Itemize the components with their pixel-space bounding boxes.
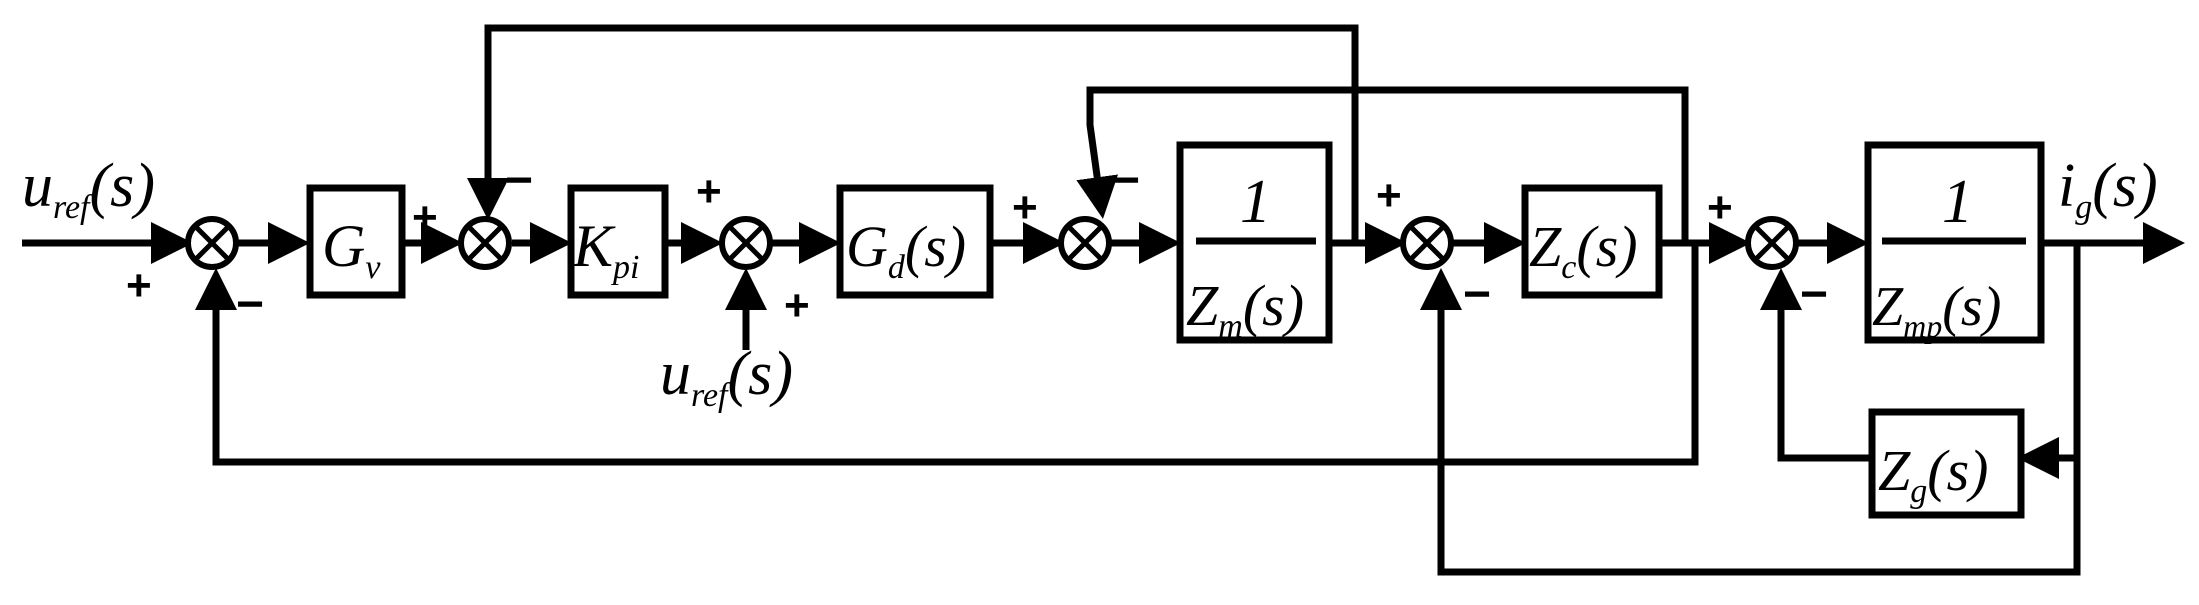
second-ref-label: uref(s)	[660, 340, 793, 414]
zc-base: Z	[1529, 214, 1562, 279]
feedback-zm-output-to-sum2	[467, 24, 1359, 243]
input-ref-label: uref(s)	[22, 152, 155, 226]
svg-text:Gv: Gv	[322, 213, 381, 286]
block-kpi: Kpi	[567, 184, 669, 299]
svg-text:Zc(s): Zc(s)	[1529, 214, 1638, 286]
feedback-to-sum1	[195, 243, 1699, 466]
svg-text:Zg(s): Zg(s)	[1878, 438, 1989, 510]
gd-rpar: )	[944, 214, 966, 279]
block-zmp: 1 Zmp(s)	[1864, 141, 2045, 344]
sum3-plus-sign: +	[696, 167, 722, 216]
summing-junction-3	[719, 216, 773, 270]
block-gd: Gd(s)	[836, 184, 994, 299]
zc-rpar: )	[1615, 214, 1637, 279]
sum2-plus-sign: +	[412, 193, 438, 242]
zmp-sub: mp	[1903, 308, 1942, 344]
sum1-minus-sign: −	[236, 278, 264, 331]
gd-sub: d	[888, 249, 906, 286]
kpi-sub: pi	[611, 249, 639, 286]
sum6-minus-sign: −	[1800, 268, 1828, 321]
sum2-minus-sign: −	[505, 154, 533, 207]
zm-base: Z	[1186, 273, 1219, 338]
sum1-plus-sign: +	[126, 261, 152, 310]
feedback-output-to-sum5	[1420, 243, 2081, 576]
zc-arg: s	[1596, 214, 1619, 279]
summing-junction-5	[1400, 216, 1454, 270]
block-zm: 1 Zm(s)	[1176, 141, 1333, 345]
sum3-plus-sign-bottom: +	[784, 281, 810, 330]
block-zg: Zg(s)	[1868, 408, 2025, 519]
zmp-base: Z	[1872, 276, 1904, 338]
gv-base: G	[322, 213, 365, 279]
svg-text:Zm(s): Zm(s)	[1186, 273, 1304, 345]
output-ig-label: ig(s)	[2058, 152, 2158, 226]
gd-lpar: (	[905, 214, 928, 279]
summing-junction-2	[458, 216, 512, 270]
sum5-minus-sign: −	[1463, 268, 1491, 321]
zm-sub: m	[1218, 308, 1243, 345]
gd-arg: s	[924, 214, 947, 279]
sum5-plus-sign: +	[1376, 171, 1402, 220]
svg-text:Kpi: Kpi	[572, 213, 639, 286]
block-zc: Zc(s)	[1521, 184, 1663, 299]
zm-rpar: )	[1282, 273, 1304, 338]
zg-to-sum6-wire	[1760, 268, 1872, 462]
sum6-plus-sign: +	[1707, 183, 1733, 232]
sum4-plus-sign: +	[1012, 183, 1038, 232]
zmp-rpar: )	[1980, 276, 2002, 338]
summing-junction-4	[1058, 216, 1112, 270]
zm-numerator: 1	[1240, 168, 1271, 236]
block-gv: Gv	[306, 184, 406, 299]
zg-sub: g	[1910, 473, 1927, 510]
svg-text:Gd(s): Gd(s)	[846, 214, 966, 286]
zg-arg: s	[1947, 438, 1970, 503]
zg-lpar: (	[1927, 438, 1950, 503]
zm-lpar: (	[1243, 273, 1266, 338]
zm-arg: s	[1262, 273, 1285, 338]
sum4-minus-sign: −	[1112, 154, 1140, 207]
gv-sub: v	[365, 249, 381, 286]
svg-text:Zmp(s): Zmp(s)	[1872, 276, 2001, 344]
summing-junction-6	[1745, 216, 1799, 270]
zg-base: Z	[1878, 438, 1911, 503]
zmp-numerator: 1	[1942, 168, 1973, 236]
feedback-zc-output-to-sum4	[1076, 86, 1689, 243]
zc-sub: c	[1561, 249, 1576, 286]
zmp-lpar: (	[1942, 276, 1964, 338]
summing-junction-1	[185, 216, 239, 270]
gd-base: G	[846, 214, 888, 279]
zg-rpar: )	[1966, 438, 1988, 503]
kpi-base: K	[572, 213, 616, 279]
zc-lpar: (	[1576, 214, 1599, 279]
zmp-arg: s	[1961, 276, 1983, 338]
